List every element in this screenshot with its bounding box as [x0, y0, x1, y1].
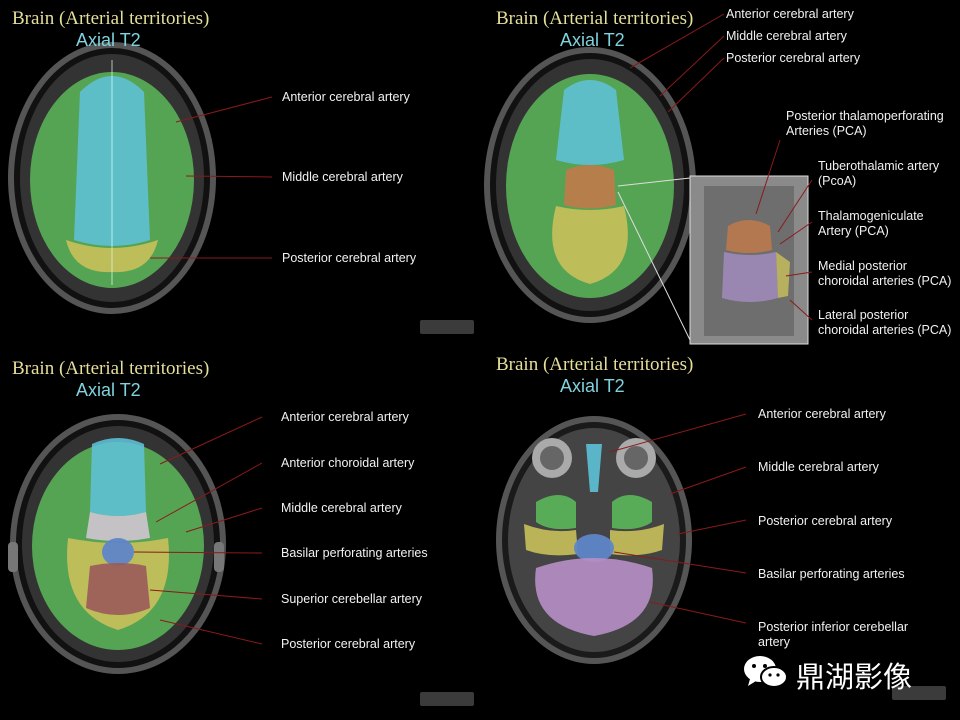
- label-pica: Posterior inferior cerebellar artery: [758, 620, 909, 649]
- territory-posterior-cerebral: [552, 206, 628, 284]
- label-posterior-cerebral: Posterior cerebral artery: [758, 514, 893, 528]
- label-lateral-posterior-choroidal: Lateral posterior choroidal arteries (PC…: [818, 308, 952, 337]
- brain-slice-1: [8, 42, 273, 314]
- label-anterior-cerebral: Anterior cerebral artery: [281, 410, 409, 424]
- watermark: [420, 692, 474, 706]
- label-thalamogeniculate: Thalamogeniculate Artery (PCA): [818, 209, 924, 238]
- label-basilar-perforating: Basilar perforating arteries: [281, 546, 428, 560]
- panel-subtitle: Axial T2: [76, 380, 141, 400]
- brain-slice-3: [8, 414, 263, 674]
- wechat-icon: [744, 656, 788, 688]
- territory-anterior-choroidal: [86, 512, 150, 541]
- territory-basilar: [102, 538, 134, 566]
- panel-subtitle: Axial T2: [560, 376, 625, 396]
- label-posterior-cerebral: Posterior cerebral artery: [726, 51, 861, 65]
- watermark: [420, 320, 474, 334]
- panel-title: Brain (Arterial territories): [496, 354, 694, 375]
- panel-title: Brain (Arterial territories): [496, 8, 694, 29]
- label-anterior-choroidal: Anterior choroidal artery: [281, 456, 415, 470]
- watermark: [892, 686, 946, 700]
- territory-middle-cerebral-right: [612, 495, 652, 530]
- label-posterior-cerebral: Posterior cerebral artery: [281, 637, 416, 651]
- territory-thalamic: [564, 165, 616, 209]
- label-middle-cerebral: Middle cerebral artery: [281, 501, 402, 515]
- territory-superior-cerebellar: [86, 563, 150, 615]
- territory-posterior-cerebral-left: [524, 524, 578, 556]
- panel-title: Brain (Arterial territories): [12, 8, 210, 29]
- brand-text: 鼎湖影像: [796, 660, 913, 694]
- territory-anterior-cerebral: [556, 80, 624, 165]
- label-medial-posterior-choroidal: Medial posterior choroidal arteries (PCA…: [818, 259, 952, 288]
- label-middle-cerebral: Middle cerebral artery: [726, 29, 847, 43]
- territory-posterior-cerebral-right: [610, 524, 664, 556]
- panel-axial-t2-upper-ventricles: Brain (Arterial territories) Axial T2 An…: [0, 0, 480, 360]
- territory-anterior-cerebral: [90, 438, 146, 516]
- brain-slice-2: [484, 13, 813, 345]
- label-basilar-perforating: Basilar perforating arteries: [758, 567, 905, 581]
- label-superior-cerebellar: Superior cerebellar artery: [281, 592, 423, 606]
- panel-title: Brain (Arterial territories): [12, 358, 210, 379]
- panel-subtitle: Axial T2: [560, 30, 625, 50]
- label-middle-cerebral: Middle cerebral artery: [282, 170, 403, 184]
- territory-anterior-cerebral: [586, 444, 602, 492]
- label-tuberothalamic: Tuberothalamic artery (PcoA): [818, 159, 940, 188]
- brand-logo: 鼎湖影像: [740, 652, 950, 694]
- panel-axial-t2-cerebellum: Brain (Arterial territories) Axial T2 An…: [480, 352, 960, 712]
- territory-pica: [535, 558, 653, 636]
- territory-basilar: [574, 534, 614, 562]
- panel-subtitle: Axial T2: [76, 30, 141, 50]
- label-anterior-cerebral: Anterior cerebral artery: [758, 407, 886, 421]
- panel-axial-t2-midbrain: Brain (Arterial territories) Axial T2 An…: [0, 352, 480, 712]
- brain-slice-4: [496, 413, 747, 664]
- label-posterior-thalamoperforating: Posterior thalamoperforating Arteries (P…: [786, 109, 944, 138]
- label-middle-cerebral: Middle cerebral artery: [758, 460, 879, 474]
- territory-middle-cerebral-left: [536, 495, 576, 530]
- panel-axial-t2-thalamus: Brain (Arterial territories) Axial T2 An…: [480, 0, 960, 360]
- label-posterior-cerebral: Posterior cerebral artery: [282, 251, 417, 265]
- label-anterior-cerebral: Anterior cerebral artery: [726, 7, 854, 21]
- label-anterior-cerebral: Anterior cerebral artery: [282, 90, 410, 104]
